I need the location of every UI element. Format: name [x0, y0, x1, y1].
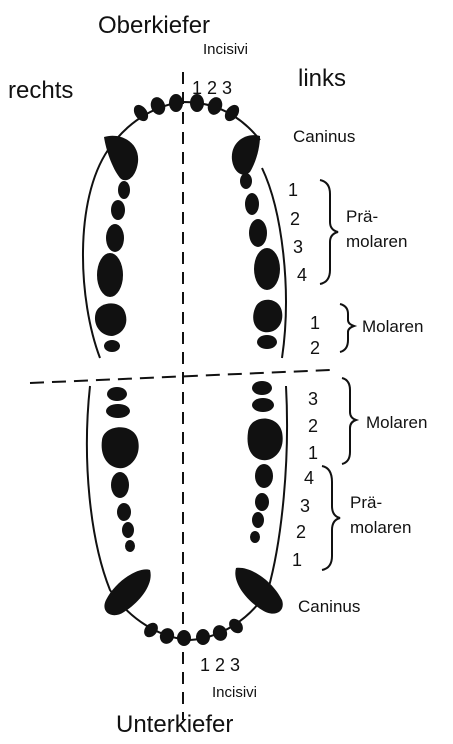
lower-incisor-numbers: 1 2 3: [200, 655, 240, 675]
left-side-label: links: [298, 65, 346, 92]
upper-canine-right: [104, 136, 138, 181]
upper-molars-right: [95, 303, 126, 352]
lower-premolar-bracket: [322, 466, 340, 570]
lower-molars-right: [102, 387, 139, 468]
upper-jaw-label: Oberkiefer: [98, 12, 210, 39]
upper-caninus-label: Caninus: [293, 127, 355, 146]
upper-premolar-label: Prä-: [346, 207, 378, 226]
lower-incisors: [141, 616, 245, 646]
lower-jaw-label: Unterkiefer: [116, 711, 233, 738]
upper-canine-left: [232, 135, 260, 175]
upper-molar-bracket: [340, 304, 354, 352]
lower-premolar-number: 2: [296, 522, 306, 542]
lower-premolar-number: 3: [300, 496, 310, 516]
lower-molar-number: 1: [308, 443, 318, 463]
upper-premolar-number: 3: [293, 237, 303, 257]
upper-premolar-number: 1: [288, 180, 298, 200]
lower-canine-right: [104, 569, 150, 615]
lower-molars-left: [248, 381, 283, 460]
upper-premolar-number: 2: [290, 209, 300, 229]
lower-caninus-label: Caninus: [298, 597, 360, 616]
lower-canine-left: [235, 568, 282, 614]
upper-incisors: [131, 94, 242, 124]
lower-incisivi-label: Incisivi: [212, 684, 257, 701]
upper-premolar-number: 4: [297, 265, 307, 285]
lower-premolars-left: [250, 464, 273, 543]
upper-incisor-numbers: 1 2 3: [192, 78, 232, 98]
jaw-divider: [30, 370, 330, 383]
lower-premolar-number: 1: [292, 550, 302, 570]
lower-molar-label: Molaren: [366, 413, 427, 432]
lower-molar-number: 3: [308, 389, 318, 409]
upper-premolars-left: [240, 173, 280, 290]
lower-premolar-label: molaren: [350, 518, 411, 537]
lower-premolars-right: [111, 472, 135, 552]
right-side-label: rechts: [8, 77, 73, 104]
upper-incisivi-label: Incisivi: [203, 41, 248, 58]
upper-molar-number: 2: [310, 338, 320, 358]
lower-premolar-label: Prä-: [350, 493, 382, 512]
upper-molars-left: [253, 300, 282, 349]
upper-molar-number: 1: [310, 313, 320, 333]
upper-premolar-label: molaren: [346, 232, 407, 251]
upper-molar-label: Molaren: [362, 317, 423, 336]
upper-premolars-right: [97, 181, 130, 297]
upper-premolar-bracket: [320, 180, 338, 284]
lower-molar-number: 2: [308, 416, 318, 436]
lower-premolar-number: 4: [304, 468, 314, 488]
lower-molar-bracket: [342, 378, 356, 464]
